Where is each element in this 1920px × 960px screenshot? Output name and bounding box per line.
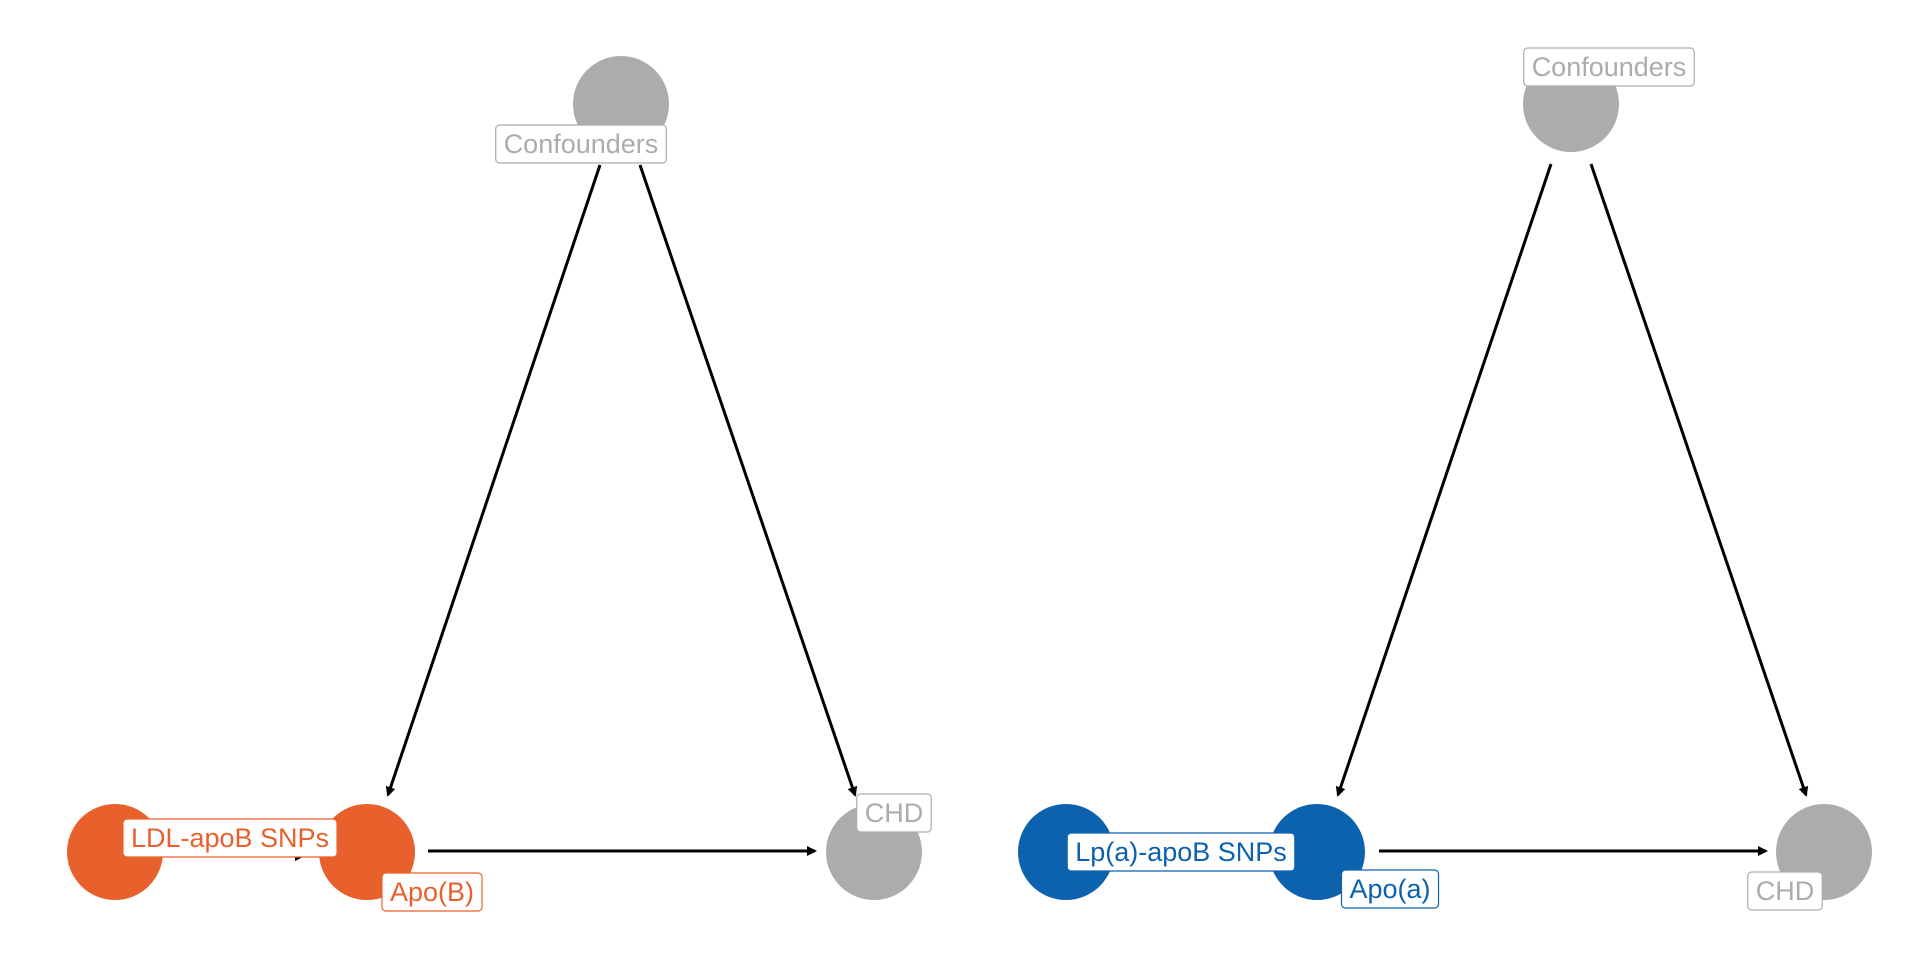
- label-outcome-panel-2: CHD: [1747, 871, 1823, 911]
- label-box-outcome-panel-2: [1747, 871, 1823, 911]
- label-text-confounder-panel-1: Confounders: [504, 129, 659, 159]
- label-instrument-panel-1: LDL-apoB SNPs: [122, 818, 338, 858]
- label-box-instrument-panel-2: [1066, 832, 1296, 872]
- label-exposure-panel-2: Apo(a): [1340, 869, 1440, 909]
- edge-confounder-outcome-panel-1: [638, 164, 858, 797]
- label-box-exposure-panel-1: [381, 872, 483, 912]
- label-text-exposure-panel-2: Apo(a): [1349, 874, 1430, 904]
- label-text-outcome-panel-2: CHD: [1756, 876, 1815, 906]
- label-box-confounder-panel-2: [1523, 47, 1695, 87]
- edges-layer: [285, 163, 1809, 861]
- label-instrument-panel-2: Lp(a)-apoB SNPs: [1066, 832, 1296, 872]
- label-box-exposure-panel-2: [1340, 869, 1440, 909]
- label-text-instrument-panel-2: Lp(a)-apoB SNPs: [1075, 837, 1287, 867]
- node-instrument-panel-2: [1018, 804, 1114, 900]
- edge-confounder-exposure-panel-1: [385, 164, 602, 797]
- label-confounder-panel-2: Confounders: [1523, 47, 1695, 87]
- label-confounder-panel-1: Confounders: [495, 124, 667, 164]
- label-outcome-panel-1: CHD: [856, 793, 932, 833]
- label-exposure-panel-1: Apo(B): [381, 872, 483, 912]
- label-text-confounder-panel-2: Confounders: [1532, 52, 1687, 82]
- edge-confounder-outcome-panel-2: [1589, 163, 1809, 797]
- label-box-confounder-panel-1: [495, 124, 667, 164]
- label-box-outcome-panel-1: [856, 793, 932, 833]
- edge-confounder-exposure-panel-2: [1335, 163, 1553, 797]
- label-text-outcome-panel-1: CHD: [865, 798, 924, 828]
- label-text-instrument-panel-1: LDL-apoB SNPs: [131, 823, 329, 853]
- nodes-layer: [67, 56, 1872, 900]
- label-box-instrument-panel-1: [122, 818, 338, 858]
- label-text-exposure-panel-1: Apo(B): [390, 877, 474, 907]
